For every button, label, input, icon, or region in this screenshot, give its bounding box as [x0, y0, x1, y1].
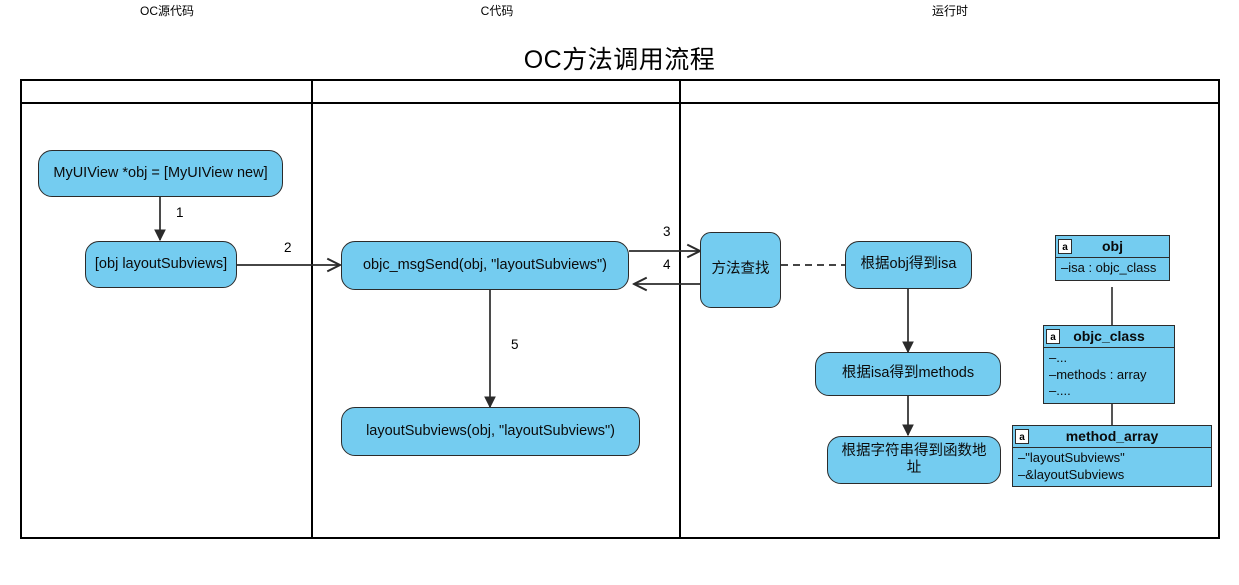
- edge-label-3: 3: [663, 224, 671, 239]
- uml-attribute: –methods : array: [1049, 366, 1147, 382]
- uml-stereotype-badge: a: [1015, 429, 1029, 444]
- edge-label-1: 1: [176, 205, 184, 220]
- uml-class-objc-class-title: a objc_class: [1044, 326, 1174, 348]
- uml-stereotype-badge: a: [1058, 239, 1072, 254]
- uml-class-method-array-title: a method_array: [1013, 426, 1211, 448]
- node-call-layoutsubviews[interactable]: [obj layoutSubviews]: [85, 241, 237, 288]
- uml-class-obj-name: obj: [1102, 238, 1123, 254]
- node-get-methods[interactable]: 根据isa得到methods: [815, 352, 1001, 396]
- uml-stereotype-badge: a: [1046, 329, 1060, 344]
- node-layoutsubviews-fn[interactable]: layoutSubviews(obj, "layoutSubviews"): [341, 407, 640, 456]
- lane-header-oc-source: OC源代码: [139, 4, 194, 18]
- uml-class-objc-class-attributes: –... –methods : array –....: [1044, 348, 1174, 403]
- node-method-lookup[interactable]: 方法查找: [700, 232, 781, 308]
- node-alloc[interactable]: MyUIView *obj = [MyUIView new]: [38, 150, 283, 197]
- node-msgsend[interactable]: objc_msgSend(obj, "layoutSubviews"): [341, 241, 629, 290]
- uml-attribute: –isa : objc_class: [1061, 260, 1157, 275]
- edge-label-4: 4: [663, 257, 671, 272]
- uml-attribute: –&layoutSubviews: [1018, 466, 1125, 482]
- uml-class-objc-class-name: objc_class: [1073, 328, 1145, 344]
- uml-class-obj-title: a obj: [1056, 236, 1169, 258]
- lane-header-c-code: C代码: [480, 4, 514, 18]
- page-title: OC方法调用流程: [523, 46, 716, 74]
- swimlane-header-row: [20, 79, 1220, 104]
- uml-class-objc-class[interactable]: a objc_class –... –methods : array –....: [1043, 325, 1175, 404]
- uml-attribute: –"layoutSubviews": [1018, 450, 1125, 465]
- uml-attribute: –....: [1049, 383, 1071, 399]
- uml-class-method-array-attributes: –"layoutSubviews" –&layoutSubviews: [1013, 448, 1211, 486]
- edge-label-5: 5: [511, 337, 519, 352]
- uml-class-obj-attributes: –isa : objc_class: [1056, 258, 1169, 280]
- uml-attribute: –...: [1049, 350, 1068, 365]
- node-get-func-address[interactable]: 根据字符串得到函数地址: [827, 436, 1001, 484]
- lane-header-runtime: 运行时: [931, 4, 968, 18]
- uml-class-method-array-name: method_array: [1065, 428, 1159, 444]
- edge-label-2: 2: [284, 240, 292, 255]
- lane-divider-1: [311, 79, 313, 539]
- uml-class-obj[interactable]: a obj –isa : objc_class: [1055, 235, 1170, 281]
- uml-class-method-array[interactable]: a method_array –"layoutSubviews" –&layou…: [1012, 425, 1212, 488]
- lane-divider-2: [679, 79, 681, 539]
- node-get-isa[interactable]: 根据obj得到isa: [845, 241, 972, 289]
